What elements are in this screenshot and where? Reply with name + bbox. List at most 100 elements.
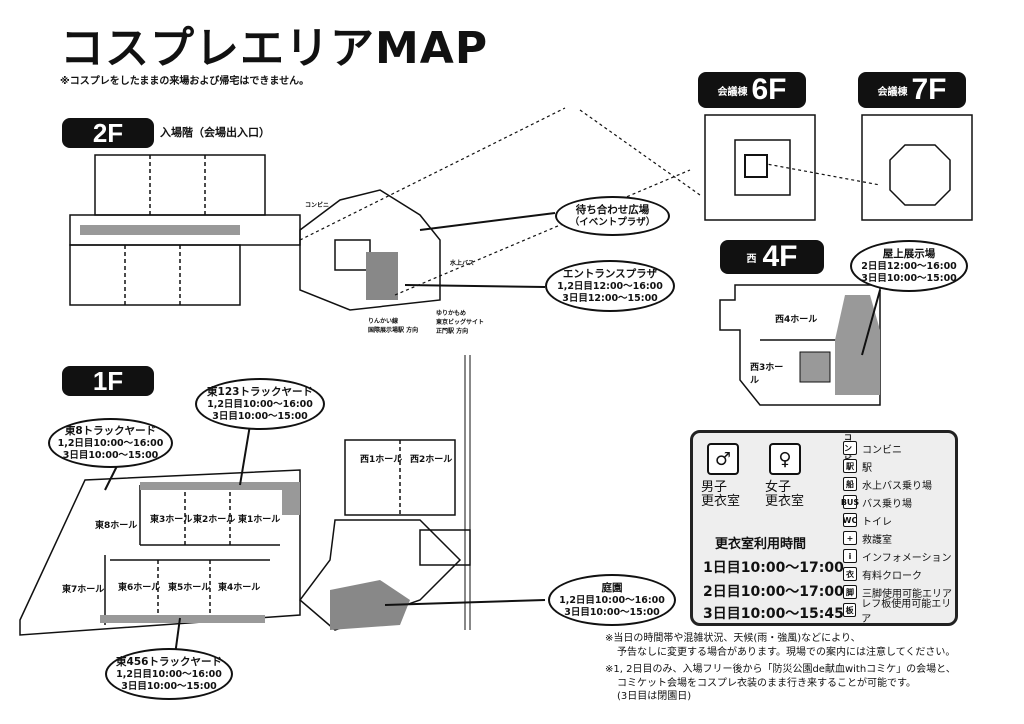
badge-floor: 6F — [751, 73, 787, 106]
floor-7f-outline — [861, 114, 973, 221]
legend-label: 駅 — [862, 462, 872, 474]
callout-line: 3日目10:00〜15:00 — [121, 680, 217, 692]
legend-item: + 救護室 — [843, 529, 955, 547]
reflector-icon: 板 — [843, 603, 857, 617]
cloak-icon: 衣 — [843, 567, 857, 581]
label: りんかい線 — [368, 318, 399, 325]
men-dressing-label: 男子 更衣室 — [701, 480, 741, 510]
hours-day3: 3日目10:00〜15:45 — [703, 606, 844, 622]
legend-label: 救護室 — [862, 534, 892, 546]
floor-2f-badge: 2F — [62, 118, 154, 148]
label: 国際展示場駅 方向 — [368, 327, 419, 334]
yurikamome-label: ゆりかもめ 東京ビッグサイト 正門駅 方向 — [436, 308, 484, 335]
floor-1f-east-outline — [19, 469, 301, 636]
callout-line: 1,2日目10:00〜16:00 — [207, 398, 313, 410]
callout-east8-yard: 東8トラックヤード 1,2日目10:00〜16:00 3日目10:00〜15:0… — [48, 418, 173, 468]
floor-4f-badge: 西 4F — [720, 240, 824, 274]
label: ゆりかもめ — [436, 310, 467, 317]
floor-7f-badge: 会議棟 7F — [858, 72, 966, 108]
legend-label: レフ板使用可能エリア — [861, 599, 952, 625]
konbini-label: コンビニ — [305, 202, 330, 209]
garden-area — [330, 580, 410, 630]
men-dressing-icon: ♂ — [707, 443, 739, 475]
badge-prefix: 会議棟 — [717, 86, 748, 98]
label: 東京ビッグサイト — [436, 319, 485, 326]
legend-item: 船水上バス乗り場 — [843, 475, 955, 493]
callout-title: 庭園 — [601, 581, 623, 594]
callout-meeting-plaza: 待ち合わせ広場 （イベントプラザ） — [555, 196, 670, 236]
hall-east2: 東2ホール — [193, 515, 236, 525]
callout-line: 1,2日目10:00〜16:00 — [559, 594, 665, 606]
callout-line: 1,2日目10:00〜16:00 — [57, 437, 164, 449]
legend-label: バス乗り場 — [862, 498, 912, 510]
legend-label: 有料クローク — [862, 570, 922, 582]
callout-title: 東456トラックヤード — [116, 655, 222, 668]
women-dressing-icon: ♀ — [769, 443, 801, 475]
hall-west3: 西3ホール — [750, 363, 784, 386]
rooftop-area — [835, 295, 880, 395]
footnotes: ※当日の時間帯や混雑状況、天候(雨・強風)などにより、 予告なしに変更する場合が… — [605, 632, 956, 704]
callout-line: 1,2日目10:00〜16:00 — [116, 668, 222, 680]
callout-line: 3日目12:00〜15:00 — [562, 292, 658, 304]
hall-west1: 西1ホール — [360, 455, 403, 465]
badge-prefix: 西 — [746, 253, 757, 265]
floor-6f-badge: 会議棟 6F — [698, 72, 806, 108]
hall-east1: 東1ホール — [238, 515, 281, 525]
callout-title: エントランスプラザ — [562, 267, 658, 280]
hall-east7: 東7ホール — [62, 585, 105, 595]
footnote-line: ※当日の時間帯や混雑状況、天候(雨・強風)などにより、 — [605, 633, 861, 644]
information-icon: i — [843, 549, 857, 563]
callout-line: 3日目10:00〜15:00 — [62, 449, 159, 461]
water-bus-icon: 船 — [843, 477, 857, 491]
entrance-plaza-area — [366, 252, 398, 300]
hall-east6: 東6ホール — [118, 583, 161, 593]
hall-west2: 西2ホール — [410, 455, 453, 465]
callout-line: 3日目10:00〜15:00 — [212, 410, 308, 422]
station-icon: 駅 — [843, 459, 857, 473]
legend-item: 脚三脚使用可能エリア — [843, 583, 955, 601]
callout-east456-yard: 東456トラックヤード 1,2日目10:00〜16:00 3日目10:00〜15… — [105, 648, 233, 700]
legend-item: 衣有料クローク — [843, 565, 955, 583]
legend-item: 板レフ板使用可能エリア — [843, 599, 955, 625]
callout-rooftop: 屋上展示場 2日目12:00〜16:00 3日目10:00〜15:00 — [850, 240, 968, 292]
first-aid-icon: + — [843, 531, 857, 545]
callout-title: 東8トラックヤード — [64, 424, 157, 437]
footnote-line: コミケット会場をコスプレ衣装のまま行き来することが可能です。 — [617, 677, 916, 689]
label: 正門駅 方向 — [436, 328, 469, 335]
callout-title: 屋上展示場 — [882, 247, 936, 260]
bus-icon: BUS — [841, 495, 859, 509]
callout-line: 3日目10:00〜15:00 — [564, 606, 660, 618]
hours-day1: 1日目10:00〜17:00 — [703, 560, 844, 576]
legend-label: トイレ — [862, 516, 892, 528]
hall-east5: 東5ホール — [168, 583, 211, 593]
footnote-line: 予告なしに変更する場合があります。現場での案内には注意してください。 — [617, 646, 956, 658]
callout-east123-yard: 東123トラックヤード 1,2日目10:00〜16:00 3日目10:00〜15… — [195, 378, 325, 430]
floor-2f-corridor — [80, 225, 240, 235]
footnote-line: ※1, 2日目のみ、入場フリー後から「防災公園de献血withコミケ」の会場と、 — [605, 664, 956, 675]
callout-garden: 庭園 1,2日目10:00〜16:00 3日目10:00〜15:00 — [548, 574, 676, 626]
women-dressing-label: 女子 更衣室 — [765, 480, 805, 510]
legend-label: 三脚使用可能エリア — [862, 588, 952, 600]
tripod-icon: 脚 — [843, 585, 857, 599]
legend-label: コンビニ — [862, 444, 902, 456]
legend-item: 駅駅 — [843, 457, 955, 475]
hall-west4: 西4ホール — [775, 315, 818, 325]
callout-title: 東123トラックヤード — [207, 385, 313, 398]
hall-east4: 東4ホール — [218, 583, 261, 593]
badge-prefix: 会議棟 — [877, 86, 908, 98]
callout-title: 待ち合わせ広場 — [575, 203, 650, 216]
legend-label: 水上バス乗り場 — [862, 480, 932, 492]
hall-east3: 東3ホール — [150, 515, 193, 525]
convenience-store-icon: コンビ — [843, 433, 857, 464]
floor-2f-label: 入場階（会場出入口） — [160, 126, 270, 139]
callout-line: 2日目12:00〜16:00 — [861, 260, 957, 272]
callout-line: （イベントプラザ） — [569, 216, 656, 228]
legend-item: コンビコンビニ — [843, 433, 955, 464]
floor-2f-outline — [69, 154, 441, 311]
footnote-line: (3日目は閉園日) — [617, 691, 692, 702]
